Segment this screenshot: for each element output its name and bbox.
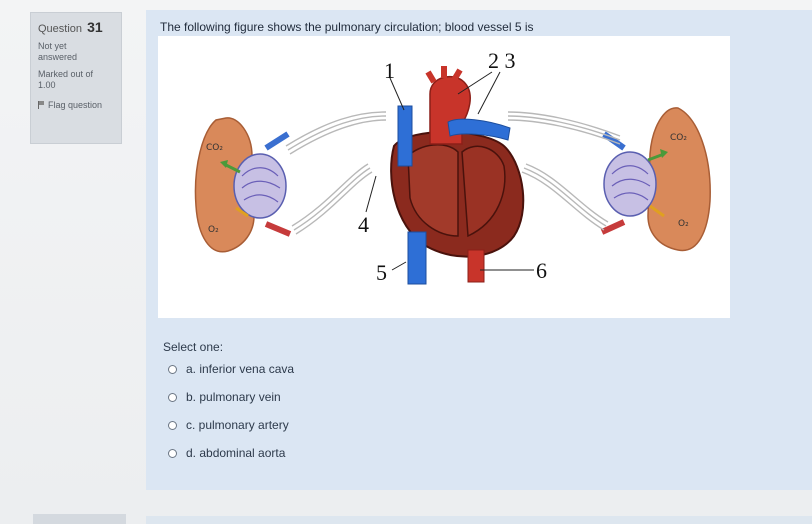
label-5: 5 [376,260,387,285]
radio-button-c[interactable] [168,421,177,430]
marks-line-2: 1.00 [38,80,114,91]
answer-label-b: b. pulmonary vein [186,390,281,404]
marks-line-1: Marked out of [38,69,114,80]
flag-question-link[interactable]: Flag question [38,100,114,110]
question-number: Question 31 [38,19,114,35]
co2-right-label: CO₂ [670,133,687,143]
answer-option-c[interactable]: c. pulmonary artery [168,418,289,432]
question-label: Question [38,23,82,35]
label-6: 6 [536,258,547,283]
pulmonary-circulation-figure: 1 2 3 4 5 6 CO₂ O₂ CO₂ O₂ [158,36,730,318]
label-4: 4 [358,212,369,237]
superior-vena-cava [398,106,412,166]
question-marks: Marked out of 1.00 [38,69,114,91]
next-question-info-panel [33,514,126,524]
question-content: The following figure shows the pulmonary… [146,10,812,490]
radio-button-d[interactable] [168,449,177,458]
answer-label-d: d. abdominal aorta [186,446,285,460]
co2-left-label: CO₂ [206,143,223,153]
flag-question-label: Flag question [48,100,102,110]
question-state: Not yet answered [38,41,114,63]
left-capillary-bed [234,154,286,218]
descending-aorta [468,250,484,282]
answer-label-a: a. inferior vena cava [186,362,294,376]
radio-button-b[interactable] [168,393,177,402]
answer-option-d[interactable]: d. abdominal aorta [168,446,285,460]
answer-label-c: c. pulmonary artery [186,418,289,432]
question-info-panel: Question 31 Not yet answered Marked out … [30,12,122,144]
select-one-prompt: Select one: [163,340,223,354]
right-capillary-bed [604,152,656,216]
question-text: The following figure shows the pulmonary… [160,20,534,34]
label-1: 1 [384,58,395,83]
state-line-1: Not yet [38,41,114,52]
o2-right-label: O₂ [678,219,689,229]
answer-option-b[interactable]: b. pulmonary vein [168,390,281,404]
label-2-3: 2 3 [488,48,516,73]
o2-left-label: O₂ [208,225,219,235]
next-question-content [146,516,812,524]
inferior-vena-cava [408,232,426,284]
radio-button-a[interactable] [168,365,177,374]
state-line-2: answered [38,52,114,63]
pulmonary-circulation-diagram: 1 2 3 4 5 6 CO₂ O₂ CO₂ O₂ [158,36,730,318]
right-lung [648,108,710,251]
flag-icon [38,101,45,109]
answer-option-a[interactable]: a. inferior vena cava [168,362,294,376]
question-number-value: 31 [87,19,103,35]
